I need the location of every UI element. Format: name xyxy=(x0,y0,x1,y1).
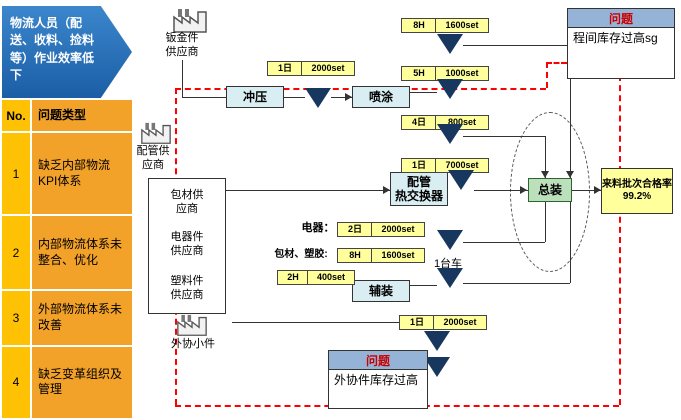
quantity-tag: 400set xyxy=(307,270,355,285)
connector-line xyxy=(545,136,546,178)
inventory-triangle xyxy=(448,170,474,190)
problem-scope-dashed-line xyxy=(546,62,567,64)
lead-time-tag: 2日 xyxy=(337,222,373,237)
table-row: 4 缺乏变革组织及管理 xyxy=(2,346,132,420)
problem-note-top: 问题 程间库存过高sg xyxy=(567,8,675,79)
connector-line xyxy=(410,92,437,93)
row-no: 3 xyxy=(2,291,32,345)
row-type: 外部物流体系未改善 xyxy=(32,291,132,345)
connector-line xyxy=(572,190,601,191)
supplier-label-outsourced: 外协小件 xyxy=(171,338,215,350)
inventory-triangle xyxy=(437,268,463,288)
arrowhead-right-icon xyxy=(383,186,390,194)
process-spray: 喷涂 xyxy=(352,86,410,108)
problem-note-body: 外协件库存过高 xyxy=(334,373,419,387)
supplier-label-sheet-metal: 钣金件供应商 xyxy=(165,32,199,58)
supplier-label-electrical: 电器件供应商 xyxy=(170,231,204,257)
inventory-triangle xyxy=(424,331,450,351)
focus-ellipse xyxy=(510,112,590,272)
row-no: 4 xyxy=(2,346,32,418)
lead-time-tag: 8H xyxy=(401,18,437,33)
issue-table-header: No. 问题类型 xyxy=(2,100,132,134)
connector-line xyxy=(182,60,183,97)
quantity-tag: 1600set xyxy=(371,248,425,263)
supplier-label-plastic: 塑料件供应商 xyxy=(170,275,204,301)
factory-icon xyxy=(176,314,208,342)
process-final-assembly: 总装 xyxy=(528,178,572,202)
issue-table-col-type: 问题类型 xyxy=(32,100,132,132)
row-type: 缺乏内部物流KPI体系 xyxy=(32,133,132,215)
connector-line xyxy=(474,190,528,191)
connector-line xyxy=(232,322,399,323)
lead-time-tag: 5H xyxy=(401,66,437,81)
lead-time-tag: 1日 xyxy=(267,61,303,76)
arrowhead-right-icon xyxy=(520,186,527,194)
inventory-triangle xyxy=(424,357,450,377)
label-electrical: 电器： xyxy=(301,222,335,234)
label-one-cart: 1台车 xyxy=(433,258,463,270)
connector-line xyxy=(284,97,305,98)
lead-time-tag: 1日 xyxy=(399,315,435,330)
quality-note-value: 99.2% xyxy=(622,191,652,202)
connector-line xyxy=(224,190,390,191)
connector-line xyxy=(410,285,437,286)
row-no: 2 xyxy=(2,216,32,290)
quantity-tag: 1600set xyxy=(435,18,489,33)
supplier-label-piping: 配管供应商 xyxy=(136,145,170,171)
connector-line xyxy=(463,242,545,243)
problem-scope-dashed-line xyxy=(619,75,621,405)
problem-banner: 物流人员（配送、收料、捡料等）作业效率低下 xyxy=(2,6,132,98)
problem-note-bottom: 问题 外协件库存过高 xyxy=(328,350,428,409)
table-row: 3 外部物流体系未改善 xyxy=(2,291,132,347)
problem-scope-dashed-line xyxy=(546,62,548,88)
connector-line xyxy=(570,45,571,178)
inventory-triangle xyxy=(437,34,463,54)
row-type: 缺乏变革组织及管理 xyxy=(32,346,132,418)
factory-icon xyxy=(172,8,208,39)
lead-time-tag: 8H xyxy=(337,248,373,263)
process-aux-assembly: 辅装 xyxy=(352,280,410,302)
connector-line xyxy=(463,45,570,46)
process-heat-exchanger: 配管 热交换器 xyxy=(390,172,448,206)
quantity-tag: 2000set xyxy=(371,222,425,237)
connector-line xyxy=(463,283,570,284)
inventory-triangle xyxy=(437,79,463,99)
arrowhead-right-icon xyxy=(594,186,601,194)
arrowhead-down-icon xyxy=(541,171,549,178)
quality-note-label: 来料批次合格率 xyxy=(602,178,672,190)
supplier-label-packaging: 包材供应商 xyxy=(170,189,204,215)
suppliers-box: 包材供应商 电器件供应商 塑料件供应商 xyxy=(148,178,226,314)
lead-time-tag: 4日 xyxy=(401,115,437,130)
process-heat-exchanger-line2: 热交换器 xyxy=(394,189,443,203)
quality-note: 来料批次合格率 99.2% xyxy=(601,168,673,214)
quantity-tag: 2000set xyxy=(433,315,487,330)
problem-note-title: 问题 xyxy=(568,9,674,28)
process-stamping: 冲压 xyxy=(226,86,284,108)
connector-line xyxy=(182,97,226,98)
table-row: 1 缺乏内部物流KPI体系 xyxy=(2,133,132,217)
connector-line xyxy=(331,97,352,98)
problem-note-body: 程间库存过高sg xyxy=(573,31,658,45)
connector-line xyxy=(545,202,546,242)
table-row: 2 内部物流体系未整合、优化 xyxy=(2,216,132,292)
inventory-triangle xyxy=(437,124,463,144)
lead-time-tag: 2H xyxy=(277,270,309,285)
inventory-triangle xyxy=(437,230,463,250)
label-packaging-plastic: 包材、塑胶: xyxy=(274,249,328,260)
lead-time-tag: 1日 xyxy=(401,158,437,173)
arrowhead-right-icon xyxy=(345,93,352,101)
row-no: 1 xyxy=(2,133,32,215)
issue-table-col-no: No. xyxy=(2,100,32,132)
issue-table: No. 问题类型 1 缺乏内部物流KPI体系 2 内部物流体系未整合、优化 3 … xyxy=(2,100,132,420)
arrowhead-down-icon xyxy=(566,171,574,178)
row-type: 内部物流体系未整合、优化 xyxy=(32,216,132,290)
problem-banner-text: 物流人员（配送、收料、捡料等）作业效率低下 xyxy=(10,16,95,83)
process-heat-exchanger-line1: 配管 xyxy=(406,174,431,189)
factory-icon xyxy=(140,122,172,150)
inventory-triangle xyxy=(305,88,331,108)
problem-note-title: 问题 xyxy=(329,351,427,370)
connector-line xyxy=(463,136,545,137)
connector-line xyxy=(570,202,571,283)
quantity-tag: 2000set xyxy=(301,61,355,76)
